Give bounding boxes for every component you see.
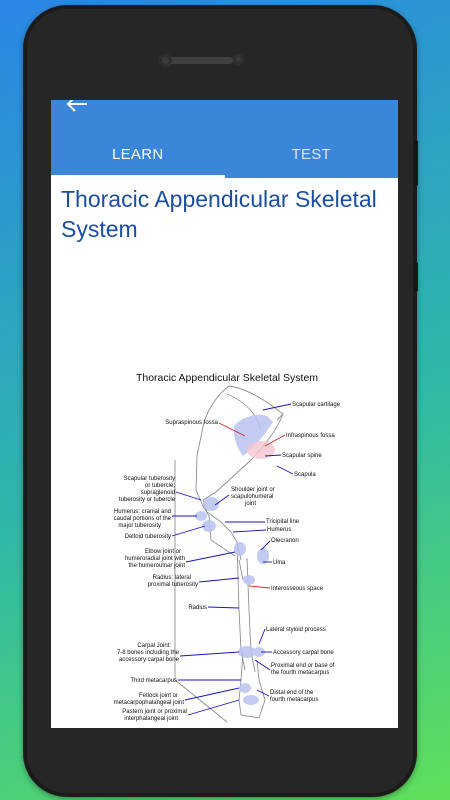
label-third-metacarpus: Third metacarpus xyxy=(130,678,177,684)
label-supraspinous-fossa: Supraspinous fossa xyxy=(165,420,218,426)
page-title: Thoracic Appendicular Skeletal System xyxy=(61,186,377,242)
tab-bar: LEARN TEST xyxy=(51,130,398,178)
label-elbow-3: the humeroulnar joint xyxy=(129,563,186,569)
label-tricipital-line: Tricipital line xyxy=(266,519,300,525)
diagram-title: Thoracic Appendicular Skeletal System xyxy=(136,372,318,384)
label-proximal-end-2: the fourth metacarpus xyxy=(271,670,329,676)
label-lateral-styloid: Lateral styloid process xyxy=(266,627,326,633)
label-shoulder-joint-2: scapulohumeral xyxy=(231,494,273,500)
app-bar: LEARN TEST xyxy=(51,100,398,178)
label-scapular-spine: Scapular spine xyxy=(282,453,322,459)
label-scapular-cartilage: Scapular cartilage xyxy=(292,402,341,408)
fossa-highlight xyxy=(247,441,275,459)
label-humerus: Humerus xyxy=(267,527,291,533)
label-olecranon: Olecranon xyxy=(271,538,299,544)
back-arrow-icon[interactable] xyxy=(65,100,89,112)
tab-test[interactable]: TEST xyxy=(291,145,332,163)
label-accessory-carpal: Accessory carpal bone xyxy=(273,650,334,656)
label-humerus-cranial-2: caudal portions of the xyxy=(114,516,172,522)
left-labels: Supraspinous fossa Scapular tuberosity o… xyxy=(114,420,219,722)
right-labels: Scapular cartilage Infraspinous fossa Sc… xyxy=(231,402,341,703)
label-shoulder-joint-1: Shoulder joint or xyxy=(231,487,275,493)
label-radius-lateral-2: proximal tuberosity xyxy=(148,582,198,588)
label-humerus-cranial-3: major tuberosity xyxy=(118,523,161,529)
label-elbow-1: Elbow joint or xyxy=(145,549,181,555)
label-elbow-2: humeroradial joint with xyxy=(125,556,185,562)
label-fetlock-1: Fetlock joint or xyxy=(139,693,178,699)
tab-learn[interactable]: LEARN xyxy=(51,130,225,178)
label-pastern-2: interphalangeal joint xyxy=(124,716,178,722)
label-carpal-3: accessory carpal bone xyxy=(119,657,180,663)
label-shoulder-joint-3: joint xyxy=(244,501,256,507)
highlight-regions xyxy=(195,414,273,705)
label-radius: Radius xyxy=(188,605,207,611)
label-scapular-tuberosity-2: or tubercle; xyxy=(145,483,175,489)
sensor-icon xyxy=(233,54,244,65)
label-deltoid: Deltoid tuberosity xyxy=(125,534,171,540)
label-distal-end-1: Distal end of the xyxy=(270,690,314,696)
label-carpal-1: Carpal Joint: xyxy=(137,643,171,649)
label-scapular-tuberosity-3: supraglenoid xyxy=(141,490,175,496)
front-camera-icon xyxy=(159,54,172,67)
label-arrows xyxy=(171,403,294,716)
label-proximal-end-1: Proximal end or base of xyxy=(271,663,335,669)
label-infraspinous-fossa: Infraspinous fossa xyxy=(286,433,335,439)
app-screen: LEARN TEST Thoracic Appendicular Skeleta… xyxy=(51,100,398,728)
label-scapular-tuberosity-4: tuberosity or tubercle xyxy=(119,497,176,503)
label-ulna: Ulna xyxy=(273,560,286,566)
label-radius-lateral-1: Radius: lateral xyxy=(153,575,191,581)
label-scapula: Scapula xyxy=(294,472,316,478)
earpiece-speaker xyxy=(161,57,233,64)
label-pastern-1: Pastern joint or proximal xyxy=(122,709,187,715)
skeletal-diagram: Thoracic Appendicular Skeletal System xyxy=(114,372,341,723)
label-distal-end-2: fourth metacarpus xyxy=(270,697,318,703)
label-scapular-tuberosity-1: Scapular tuberosity xyxy=(124,476,175,482)
volume-button xyxy=(414,140,418,186)
label-humerus-cranial-1: Humerus: cranial and xyxy=(114,509,171,515)
label-fetlock-2: metacarpophalangeal joint xyxy=(114,700,185,706)
power-button xyxy=(414,262,418,292)
label-interosseous-space: Interosseous space xyxy=(271,586,324,592)
label-carpal-2: 7-8 bones including the xyxy=(117,650,180,656)
